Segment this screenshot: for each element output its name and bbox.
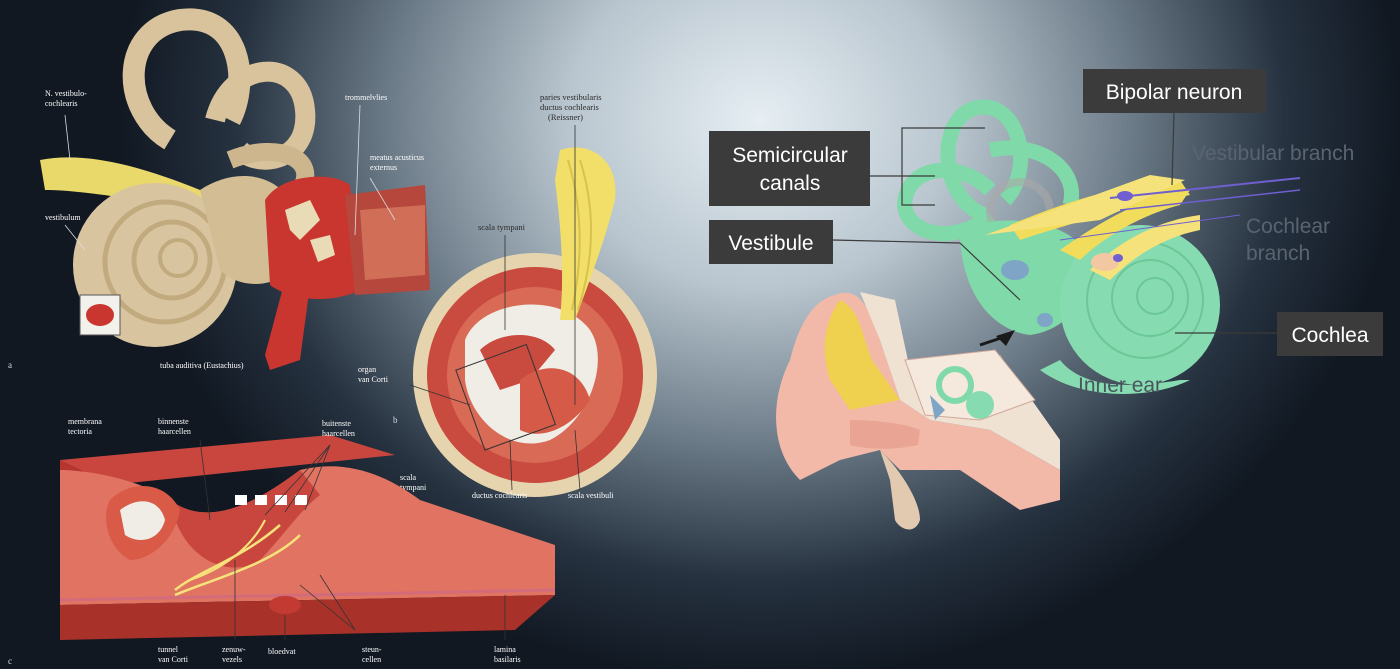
panel-a-ear-drawing — [40, 19, 430, 370]
label-organ-corti-2: van Corti — [358, 375, 389, 384]
label-scala-tympani-lower-1: scala — [400, 473, 416, 482]
bipolar-neuron-label: Bipolar neuron — [1106, 81, 1243, 104]
label-lamina-basilaris-2: basilaris — [494, 655, 521, 664]
label-membrana-tectoria-2: tectoria — [68, 427, 92, 436]
label-steuncellen-1: steun- — [362, 645, 382, 654]
cochlear-branch-label-2: branch — [1246, 242, 1310, 265]
panel-b-cochlea-cross-section — [410, 125, 657, 497]
label-zenuwvezels-1: zenuw- — [222, 645, 246, 654]
semicircular-canals-label-2: canals — [760, 172, 821, 195]
label-paries-vestibularis-2: ductus cochlearis — [540, 102, 599, 112]
label-scala-vestibuli: scala vestibuli — [568, 491, 614, 500]
label-meatus-acusticus-1: meatus acusticus — [370, 153, 424, 162]
label-binnenste-haarcellen-1: binnenste — [158, 417, 189, 426]
label-binnenste-haarcellen-2: haarcellen — [158, 427, 191, 436]
label-paries-vestibularis-3: (Reissner) — [548, 112, 583, 122]
cochlear-branch-label-1: Cochlear — [1246, 215, 1330, 238]
label-meatus-acusticus-2: externus — [370, 163, 397, 172]
label-n-vestibulocochlearis-2: cochlearis — [45, 99, 77, 108]
label-organ-corti-1: organ — [358, 365, 376, 374]
label-n-vestibulocochlearis-1: N. vestibulo- — [45, 89, 87, 98]
label-buitenste-haarcellen-2: haarcellen — [322, 429, 355, 438]
label-trommelvlies: trommelvlies — [345, 93, 387, 102]
semicircular-canals-label-1: Semicircular — [732, 144, 848, 167]
panel-marker-b: b — [393, 415, 398, 425]
vestibular-branch-label: Vestibular branch — [1192, 142, 1354, 165]
label-lamina-basilaris-1: lamina — [494, 645, 516, 654]
label-steuncellen-2: cellen — [362, 655, 381, 664]
label-bloedvat: bloedvat — [268, 647, 296, 656]
label-tunnel-1: tunnel — [158, 645, 179, 654]
label-tunnel-2: van Corti — [158, 655, 189, 664]
panel-marker-c: c — [8, 656, 12, 666]
label-tuba-auditiva: tuba auditiva (Eustachius) — [160, 361, 244, 370]
label-membrana-tectoria-1: membrana — [68, 417, 102, 426]
inner-ear-label: Inner ear — [1078, 374, 1162, 397]
label-ductus-cochlearis: ductus cochlearis — [472, 491, 527, 500]
cochlea-label: Cochlea — [1291, 324, 1368, 347]
label-zenuwvezels-2: vezels — [222, 655, 242, 664]
label-vestibulum: vestibulum — [45, 213, 81, 222]
label-buitenste-haarcellen-1: buitenste — [322, 419, 351, 428]
label-scala-tympani: scala tympani — [478, 222, 526, 232]
vestibule-label: Vestibule — [728, 232, 813, 255]
panel-marker-a: a — [8, 360, 12, 370]
label-paries-vestibularis-1: paries vestibularis — [540, 92, 602, 102]
